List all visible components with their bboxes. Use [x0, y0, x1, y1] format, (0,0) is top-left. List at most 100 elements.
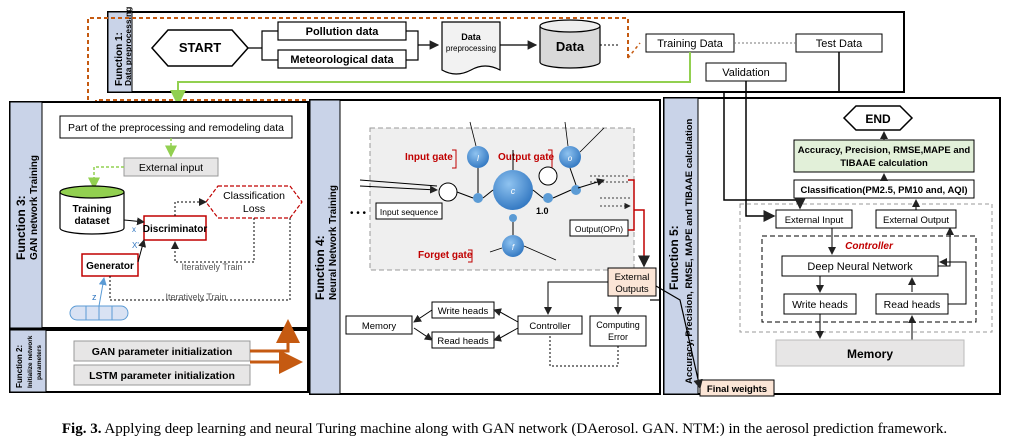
external-input-label-f3: External input — [139, 162, 203, 174]
function2-title: Function 2: — [15, 345, 24, 388]
start-label: START — [179, 40, 221, 55]
cell-state-symbol: c — [511, 186, 516, 196]
pollution-data-label: Pollution data — [306, 26, 380, 38]
controller-label-f4: Controller — [529, 321, 570, 332]
forget-gate-node — [502, 235, 524, 257]
metrics-label-2: TIBAAE calculation — [840, 158, 928, 169]
external-input-box-f5 — [775, 209, 853, 229]
read-heads-label-f5: Read heads — [884, 299, 941, 311]
function4-panel: Function 4: Neural Network Training Inpu… — [309, 99, 661, 395]
function4-title: Function 4: — [313, 235, 327, 300]
external-output-label-f5: External Output — [883, 215, 949, 226]
preprocessing-remodeling-box — [59, 115, 293, 139]
controller-box-f4 — [517, 315, 583, 335]
function3-subtitle: GAN network Training — [29, 155, 40, 260]
final-weights-label: Final weights — [707, 384, 767, 395]
forget-gate-symbol: f — [512, 243, 515, 252]
classification-label: Classification(PM2.5, PM10 and, AQI) — [801, 185, 968, 196]
training-dataset-cylinder — [59, 185, 125, 235]
function3-title: Function 3: — [14, 195, 28, 260]
function2-subtitle-1: Initialize network — [27, 335, 34, 388]
external-input-label-f5: External Input — [785, 215, 844, 226]
one-label: 1.0 — [536, 206, 549, 216]
discriminator-box — [143, 215, 207, 241]
discriminator-label: Discriminator — [143, 224, 208, 235]
gan-init-label: GAN parameter initialization — [92, 346, 233, 358]
memory-label-f5: Memory — [847, 347, 893, 361]
test-data-label: Test Data — [816, 38, 863, 50]
caption-label: Fig. 3. — [61, 421, 102, 437]
z-label: z — [92, 292, 97, 302]
preprocessing-node — [441, 21, 501, 75]
input-gate-label: Input gate — [405, 152, 453, 163]
external-outputs-label-2: Outputs — [615, 284, 649, 295]
output-gate-node — [559, 146, 581, 168]
xprime-label: X' — [132, 241, 139, 250]
forget-gate-label: Forget gate — [418, 250, 473, 261]
end-label: END — [865, 112, 891, 126]
function1-subtitle: Data preprocessing — [123, 7, 133, 86]
data-cylinder — [539, 19, 601, 69]
controller-label-f5: Controller — [845, 241, 894, 252]
function5-subtitle: Accuracy, Precision, RMSE, MAPE and TIBA… — [684, 118, 695, 384]
preprocessing-label-1: Data — [461, 32, 482, 42]
end-node — [842, 105, 914, 131]
function2-subtitle-2: parameters — [36, 345, 43, 380]
output-opn-box — [569, 219, 629, 237]
metrics-label-1: Accuracy, Precision, RMSE,MAPE and — [798, 145, 971, 156]
input-sequence-box — [375, 202, 443, 220]
training-data-label: Training Data — [657, 38, 724, 50]
ntm-dashed-region — [739, 203, 993, 333]
classification-loss-label-2: Loss — [243, 203, 265, 215]
function1-panel: Function 1: Data preprocessing START Pol… — [107, 7, 905, 93]
input-sequence-label: Input sequence — [380, 207, 438, 217]
input-gate-symbol: I — [477, 154, 480, 163]
computing-error-label-1: Computing — [596, 320, 640, 330]
function3-panel: Function 3: GAN network Training Part of… — [9, 101, 309, 329]
meteorological-data-label: Meteorological data — [290, 54, 394, 66]
output-gate-label: Output gate — [498, 152, 555, 163]
read-heads-label-f4: Read heads — [437, 336, 488, 347]
dnn-label: Deep Neural Network — [807, 261, 913, 273]
external-outputs-label-1: External — [615, 272, 650, 283]
classification-loss-label-1: Classification — [223, 190, 285, 202]
training-dataset-label-2: dataset — [74, 216, 110, 227]
memory-box-f4 — [345, 315, 413, 335]
output-opn-label: Output(OPn) — [575, 224, 623, 234]
computing-error-box — [589, 315, 647, 347]
test-line — [723, 52, 840, 210]
validation-label: Validation — [722, 67, 770, 79]
generator-label: Generator — [86, 261, 134, 272]
validation-line — [745, 81, 776, 222]
metrics-box — [793, 139, 975, 173]
lstm-init-box — [73, 364, 251, 386]
iteratively-train-2: Iteratively Train — [165, 292, 226, 302]
training-dataset-label-1: Training — [73, 204, 112, 215]
preprocessing-remodeling-label: Part of the preprocessing and remodeling… — [68, 122, 284, 134]
memory-box-f5 — [775, 339, 965, 367]
cell-state-node — [493, 170, 533, 210]
green-connector — [170, 52, 691, 106]
external-outputs-box — [607, 267, 657, 297]
data-label: Data — [556, 39, 585, 54]
computing-error-label-2: Error — [608, 332, 628, 342]
lstm-init-label: LSTM parameter initialization — [89, 370, 235, 382]
caption-text: Applying deep learning and neural Turing… — [104, 421, 948, 437]
meteorological-data-box — [277, 49, 407, 69]
function5-panel: Function 5: Accuracy, Precision, RMSE, M… — [663, 97, 1001, 395]
output-gate-symbol: o — [568, 154, 573, 163]
preprocessing-label-2: preprocessing — [446, 44, 496, 53]
function5-title: Function 5: — [667, 225, 681, 290]
write-heads-label-f5: Write heads — [792, 299, 848, 311]
start-node — [150, 29, 250, 67]
controller-region — [761, 235, 977, 323]
function1-title: Function 1: — [114, 32, 125, 86]
input-gate-node — [467, 146, 489, 168]
memory-label-f4: Memory — [362, 321, 397, 332]
write-heads-label-f4: Write heads — [438, 306, 489, 317]
ellipsis-left: • • • — [350, 208, 367, 219]
iteratively-train-1: Iteratively Train — [181, 262, 242, 272]
figure-caption: Fig. 3. Applying deep learning and neura… — [0, 421, 1009, 438]
x-label: x — [132, 225, 136, 234]
